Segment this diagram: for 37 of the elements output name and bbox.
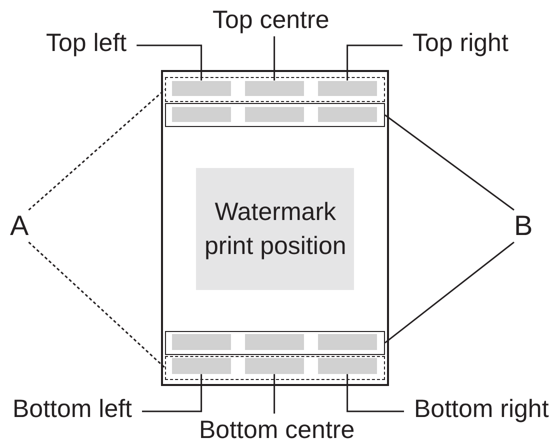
dotted-band — [165, 356, 385, 380]
position-label: Top centre — [212, 6, 330, 34]
area-label: Watermark print position — [204, 196, 348, 262]
text-slot — [172, 80, 231, 96]
framed-band — [165, 331, 385, 354]
leader-line — [384, 242, 514, 344]
framed-band — [165, 103, 385, 127]
leader-line — [142, 374, 202, 412]
position-label: Top right — [412, 29, 508, 58]
leader-line — [346, 44, 402, 80]
leader-line — [274, 374, 276, 414]
position-label: Bottom centre — [199, 416, 355, 444]
position-label: Top left — [46, 29, 127, 58]
text-slot — [318, 80, 377, 96]
text-slot — [172, 358, 231, 374]
position-label: Bottom right — [414, 395, 549, 424]
watermark-area — [196, 168, 354, 290]
text-slot — [318, 106, 377, 122]
text-slot — [244, 358, 304, 374]
leader-line — [136, 44, 202, 80]
leader-line — [28, 242, 166, 368]
leader-line — [28, 88, 166, 211]
text-slot — [244, 106, 304, 122]
text-slot — [172, 106, 231, 122]
text-slot — [318, 358, 377, 374]
text-slot — [244, 334, 304, 350]
callout-letter: B — [514, 210, 533, 242]
text-slot — [172, 334, 231, 350]
text-slot — [318, 334, 377, 350]
callout-letter: A — [10, 210, 29, 242]
leader-line — [274, 36, 276, 80]
dotted-band — [165, 77, 385, 102]
text-slot — [244, 80, 304, 96]
page-sheet — [161, 70, 389, 386]
leader-line — [346, 374, 404, 412]
leader-line — [384, 114, 514, 211]
position-label: Bottom left — [12, 395, 132, 424]
